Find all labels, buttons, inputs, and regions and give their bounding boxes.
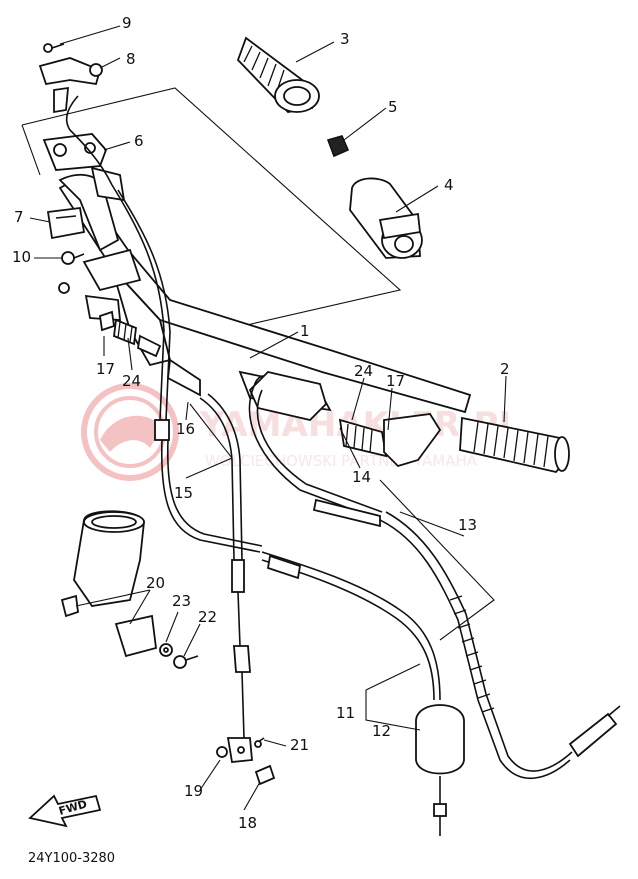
callout-10: 10 bbox=[12, 248, 31, 266]
callout-18: 18 bbox=[238, 814, 257, 832]
callout-24-left: 24 bbox=[122, 372, 141, 390]
callout-21: 20 bbox=[146, 574, 165, 592]
lever-bracket-8 bbox=[38, 57, 103, 114]
callout-16: 16 bbox=[176, 420, 195, 438]
callout-4: 4 bbox=[444, 176, 454, 194]
bolt-10 bbox=[61, 251, 85, 265]
switch-7 bbox=[46, 206, 86, 240]
callout-8: 8 bbox=[126, 50, 136, 68]
callout-14: 14 bbox=[352, 468, 371, 486]
leader-lines bbox=[29, 25, 507, 811]
throttle-housing bbox=[248, 371, 442, 468]
throttle-grip bbox=[349, 177, 423, 259]
lever-holder-6 bbox=[42, 133, 108, 171]
callout-5: 5 bbox=[388, 98, 398, 116]
screw-9 bbox=[43, 43, 65, 53]
right-grip bbox=[459, 416, 570, 473]
adjuster-left bbox=[99, 310, 162, 358]
pin-20 bbox=[254, 737, 265, 748]
cap-5 bbox=[326, 135, 350, 158]
washer-23 bbox=[159, 643, 173, 657]
callout-3: 3 bbox=[340, 30, 350, 48]
callout-24-right: 24 bbox=[354, 362, 373, 380]
callout-15: 15 bbox=[174, 484, 193, 502]
callout-1: 1 bbox=[300, 322, 310, 340]
washer-19 bbox=[216, 746, 228, 758]
group-frame-upper bbox=[21, 87, 402, 331]
bolt-18 bbox=[254, 764, 276, 786]
callout-2: 2 bbox=[500, 360, 510, 378]
left-grip bbox=[236, 36, 320, 113]
throttle-cable-12 bbox=[261, 551, 465, 836]
watermark-logo-icon bbox=[81, 383, 179, 481]
watermark-subtitle: WOLCIECHOWSKI PARTNER YAMAHA bbox=[205, 452, 478, 470]
boot-21 bbox=[60, 510, 157, 658]
throttle-cable-13 bbox=[248, 385, 621, 779]
callout-11: 11 bbox=[336, 704, 355, 722]
callout-6: 6 bbox=[134, 132, 144, 150]
clutch-cable bbox=[65, 95, 263, 553]
fwd-arrow: FWD bbox=[28, 794, 102, 828]
throttle-cable-11 bbox=[199, 393, 253, 763]
callout-labels: 9 8 3 5 4 6 7 10 1 2 24 17 17 24 14 16 1… bbox=[12, 14, 510, 832]
callout-17-left: 17 bbox=[96, 360, 115, 378]
callout-22: 22 bbox=[198, 608, 217, 626]
diagram-code: 24Y100-3280 bbox=[28, 851, 115, 866]
callout-19: 19 bbox=[184, 782, 203, 800]
callout-12: 12 bbox=[372, 722, 391, 740]
bolt-22 bbox=[173, 655, 199, 669]
callout-20: 21 bbox=[290, 736, 309, 754]
callout-17-right: 17 bbox=[386, 372, 405, 390]
callout-13: 13 bbox=[458, 516, 477, 534]
callout-7: 7 bbox=[14, 208, 24, 226]
callout-9: 9 bbox=[122, 14, 132, 32]
clutch-lever-assembly bbox=[58, 166, 126, 321]
callout-23: 23 bbox=[172, 592, 191, 610]
